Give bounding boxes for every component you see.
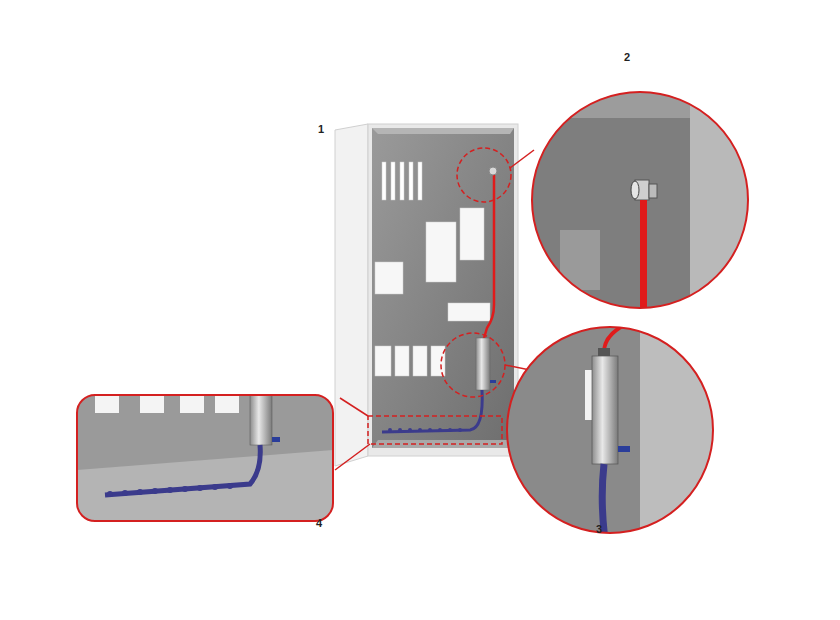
detail-view	[500, 318, 720, 540]
detail-view	[77, 395, 333, 521]
detail-view	[530, 90, 750, 310]
callout-number: 2	[624, 52, 630, 63]
highlight-marks	[335, 148, 534, 470]
callout-number: 1	[318, 124, 324, 135]
callout-number: 4	[316, 518, 322, 529]
callout-number: 3	[596, 524, 602, 535]
cabinet	[335, 124, 518, 466]
